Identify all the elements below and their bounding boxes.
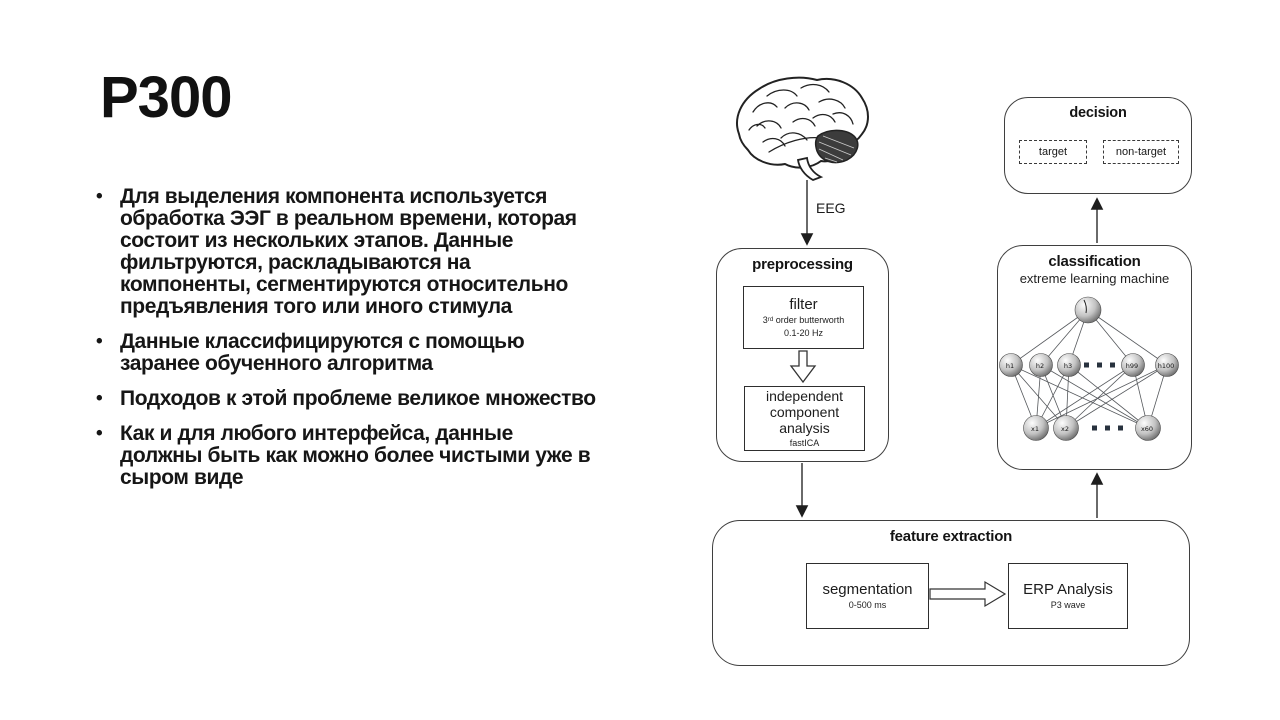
hidden-node-label: h99 [1126, 362, 1138, 370]
filter-band-label: 0.1-20 Hz [783, 328, 824, 338]
brain-illustration [736, 76, 869, 181]
bullet-item: Данные классифицируются с помощью заране… [94, 331, 599, 375]
ica-label: independent component analysis [765, 388, 844, 436]
hidden-node-label: h100 [1158, 362, 1175, 370]
hollow-right-arrow-icon [929, 580, 1007, 608]
segmentation-block: segmentation 0-500 ms [806, 563, 929, 629]
filter-label: filter [789, 296, 818, 313]
ica-block: independent component analysis fastICA [744, 386, 865, 451]
erp-analysis-label: ERP Analysis [1023, 581, 1113, 598]
bullet-item: Подходов к этой проблеме великое множест… [94, 388, 599, 411]
brain-stem [796, 156, 824, 181]
decision-stage: decision target non-target [1004, 97, 1192, 194]
feature-extraction-title: feature extraction [889, 528, 1013, 545]
erp-analysis-block: ERP Analysis P3 wave [1008, 563, 1128, 629]
elm-network-illustration: h1 h2 h3 h99 h100 x1 x2 x60 [999, 296, 1179, 441]
decision-title: decision [1069, 105, 1127, 121]
input-layer-ellipsis [1092, 425, 1123, 431]
hidden-layer-ellipsis [1084, 362, 1115, 368]
eeg-signal-label: EEG [816, 200, 846, 216]
hidden-node-label: h3 [1064, 362, 1072, 370]
non-target-class-box: non-target [1103, 140, 1179, 164]
input-node-label: x2 [1061, 425, 1069, 433]
classification-title: classification [1048, 253, 1141, 270]
hollow-down-arrow-icon [789, 350, 817, 384]
hidden-node-label: h1 [1006, 362, 1014, 370]
erp-wave-label: P3 wave [1050, 600, 1086, 610]
hidden-node-label: h2 [1036, 362, 1044, 370]
segmentation-window-label: 0-500 ms [848, 600, 887, 610]
segmentation-label: segmentation [822, 581, 913, 598]
input-node-label: x1 [1031, 425, 1039, 433]
brain-cerebellum [814, 129, 859, 164]
filter-block: filter 3ʳᵈ order butterworth 0.1-20 Hz [743, 286, 864, 349]
page-title: P300 [100, 65, 232, 130]
bullet-item: Для выделения компонента используется об… [94, 186, 599, 318]
input-node-label: x60 [1141, 425, 1153, 433]
output-node [1074, 296, 1102, 324]
classification-subtitle: extreme learning machine [1019, 271, 1170, 286]
filter-order-label: 3ʳᵈ order butterworth [762, 315, 845, 325]
hidden-layer-nodes: h1 h2 h3 h99 h100 [999, 353, 1179, 377]
bullet-list: Для выделения компонента используется об… [94, 186, 599, 502]
preprocessing-title: preprocessing [752, 256, 853, 273]
target-class-box: target [1019, 140, 1087, 164]
input-layer-nodes: x1 x2 x60 [1023, 415, 1161, 441]
bullet-item: Как и для любого интерфейса, данные долж… [94, 423, 599, 489]
ica-algorithm-label: fastICA [789, 438, 820, 448]
